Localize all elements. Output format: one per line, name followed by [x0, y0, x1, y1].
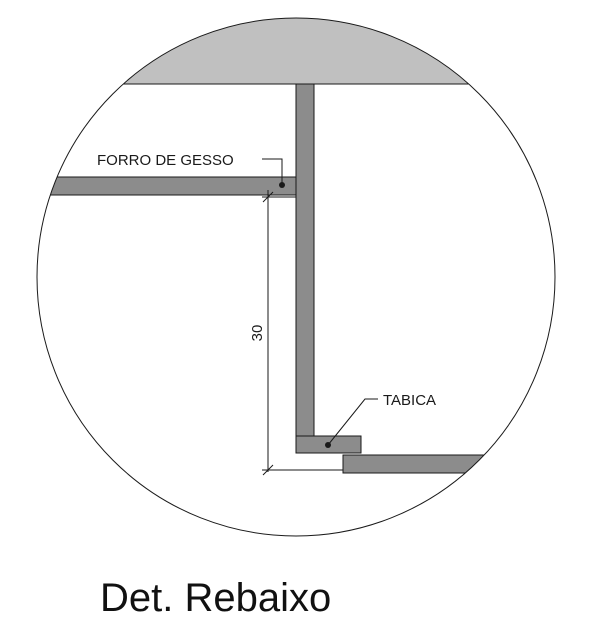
ceiling-label: FORRO DE GESSO	[97, 152, 234, 169]
drawing-title: Det. Rebaixo	[100, 576, 331, 620]
vertical-drop-panel	[295, 83, 315, 437]
dimension-line	[262, 190, 343, 476]
ceiling-leader	[262, 158, 285, 188]
concrete-slab	[37, 18, 555, 85]
detail-circle	[36, 17, 556, 537]
tabica-leader	[325, 398, 378, 448]
upper-ceiling-board	[37, 176, 297, 196]
lower-ceiling-board	[342, 454, 555, 474]
detail-contents	[37, 18, 555, 476]
tabica-label: TABICA	[383, 392, 436, 409]
dimension-value: 30	[249, 325, 266, 342]
